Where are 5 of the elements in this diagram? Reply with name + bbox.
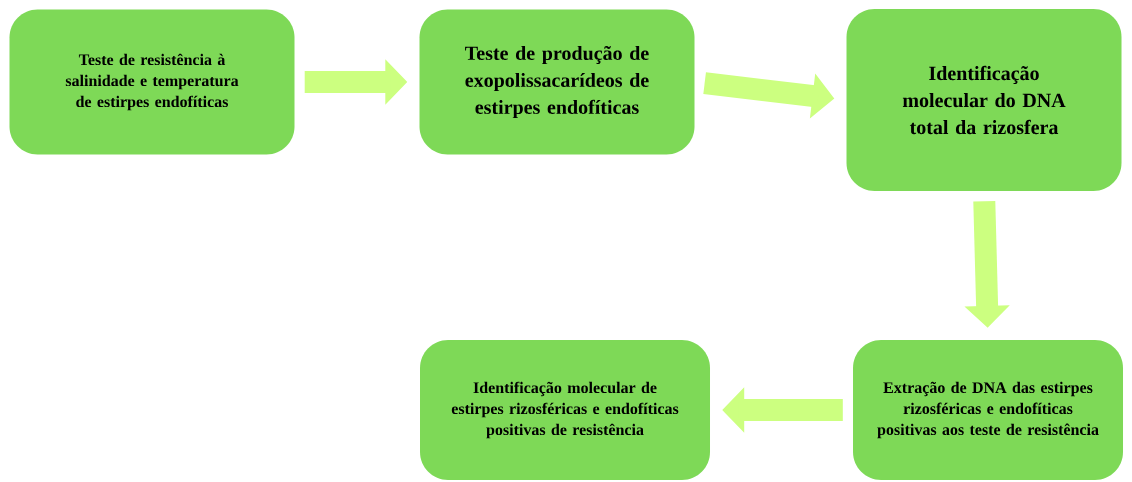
process-box: Teste de produção de exopolissacarídeos de estirpes endofíticas (419, 9, 695, 155)
process-box: Extração de DNA das estirpes rizosféricas e endofíticas positivas aos teste de resistência (853, 340, 1123, 480)
process-box: Identificação molecular de estirpes rizosféricas e endofíticas positivas de resistência (420, 340, 710, 480)
process-box: Teste de resistência à salinidade e temperatura de estirpes endofíticas (9, 9, 295, 155)
process-box: Identificação molecular do DNA total da rizosfera (846, 9, 1122, 191)
